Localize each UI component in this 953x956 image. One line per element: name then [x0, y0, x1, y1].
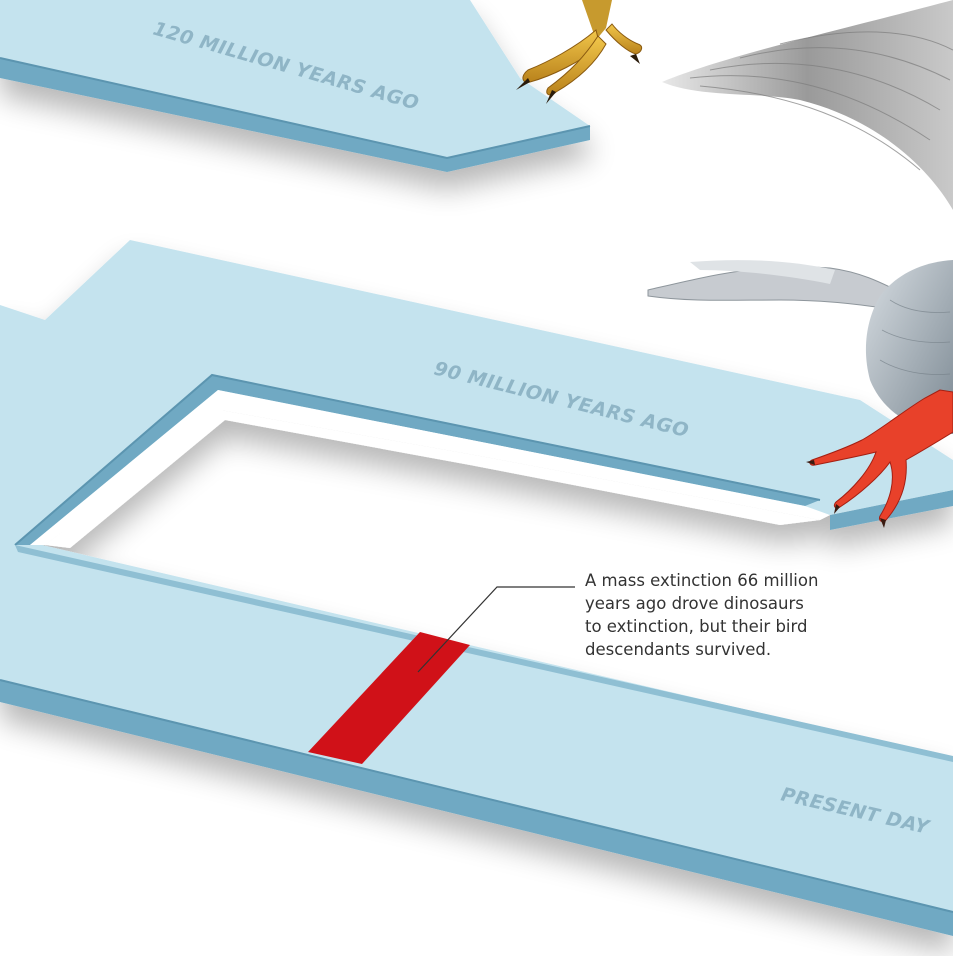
annotation-text: A mass extinction 66 million years ago d… [585, 571, 824, 659]
dinosaur-claw-and-wing-image [516, 0, 953, 210]
annotation-line-2: years ago drove dinosaurs [585, 594, 804, 613]
annotation-line-3: to extinction, but their bird [585, 617, 807, 636]
track-120-million [0, 0, 590, 172]
annotation-line-4: descendants survived. [585, 640, 771, 659]
annotation-line-1: A mass extinction 66 million [585, 571, 818, 590]
